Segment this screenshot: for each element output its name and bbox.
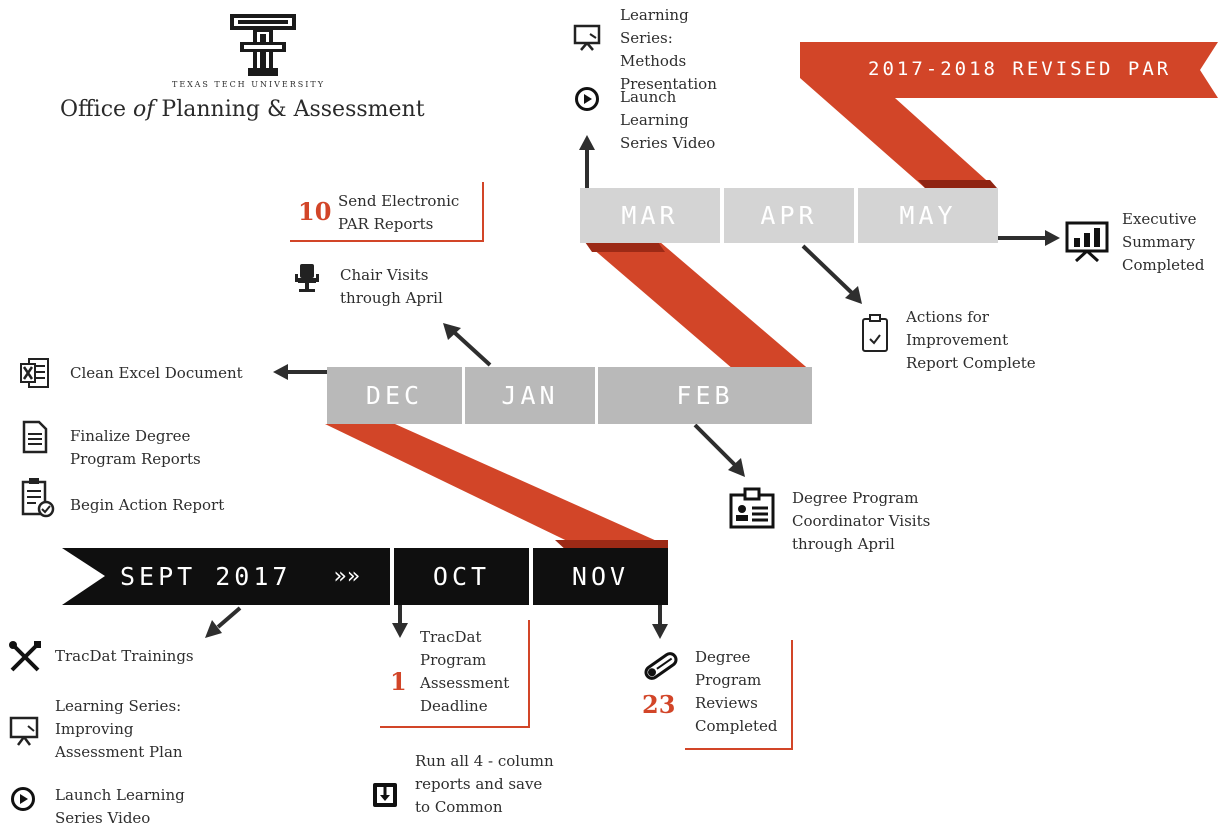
month-dec: DEC (327, 367, 462, 424)
logo-university: TEXAS TECH UNIVERSITY (172, 80, 326, 89)
launch-video-top-text: Launch Learning Series Video (620, 88, 716, 152)
month-sept: SEPT 2017 »» (120, 548, 390, 605)
logo-office-pre: Office (60, 97, 134, 122)
month-mar: MAR (580, 188, 720, 243)
send-reports-number: 10 (298, 197, 332, 226)
month-sept-label: SEPT 2017 (120, 562, 292, 591)
banner-ribbon-fold (918, 180, 997, 188)
ribbon-dec-nov (325, 424, 668, 552)
month-nov: NOV (533, 548, 668, 605)
month-may: MAY (858, 188, 998, 243)
logo-office-post: Planning & Assessment (154, 97, 425, 122)
launch-video-bottom-text: Launch Learning Series Video (55, 786, 185, 827)
month-sept-arrows: »» (333, 564, 361, 589)
send-reports-bracket (290, 182, 484, 242)
logo (228, 12, 298, 78)
month-feb: FEB (598, 367, 812, 424)
clean-excel-text: Clean Excel Document (70, 364, 243, 382)
reviews-number: 23 (642, 690, 676, 719)
deadline-bracket (380, 620, 530, 728)
logo-office-of: of (133, 97, 155, 122)
ribbon-mar-feb-fold (585, 242, 665, 252)
month-oct: OCT (394, 548, 529, 605)
month-apr: APR (724, 188, 854, 243)
learning-methods-text: Learning Series: Methods Presentation (620, 6, 717, 93)
deadline-text: TracDat Program Assessment Deadline (420, 628, 510, 715)
month-jan: JAN (465, 367, 595, 424)
executive-text: Executive Summary Completed (1122, 210, 1205, 274)
double-t-logo-icon (230, 14, 296, 76)
sept-band (62, 548, 390, 605)
deadline-number: 1 (390, 667, 407, 696)
logo-office: Office of Planning & Assessment (60, 96, 425, 124)
reviews-bracket (685, 640, 793, 750)
run-reports-text: Run all 4 - column reports and save to C… (415, 752, 554, 816)
learning-improving-text: Learning Series: Improving Assessment Pl… (55, 697, 183, 761)
coordinator-text: Degree Program Coordinator Visits throug… (792, 489, 931, 553)
tracdat-trainings-text: TracDat Trainings (55, 647, 194, 665)
banner-ribbon (800, 42, 1218, 188)
reviews-text: Degree Program Reviews Completed (695, 648, 778, 735)
actions-improvement-text: Actions for Improvement Report Complete (906, 308, 1036, 372)
begin-action-text: Begin Action Report (70, 496, 225, 514)
send-reports-text: Send Electronic PAR Reports (338, 192, 460, 233)
finalize-text: Finalize Degree Program Reports (70, 427, 201, 468)
chair-visits-text: Chair Visits through April (340, 266, 443, 307)
banner-title: 2017-2018 REVISED PAR (868, 58, 1172, 80)
